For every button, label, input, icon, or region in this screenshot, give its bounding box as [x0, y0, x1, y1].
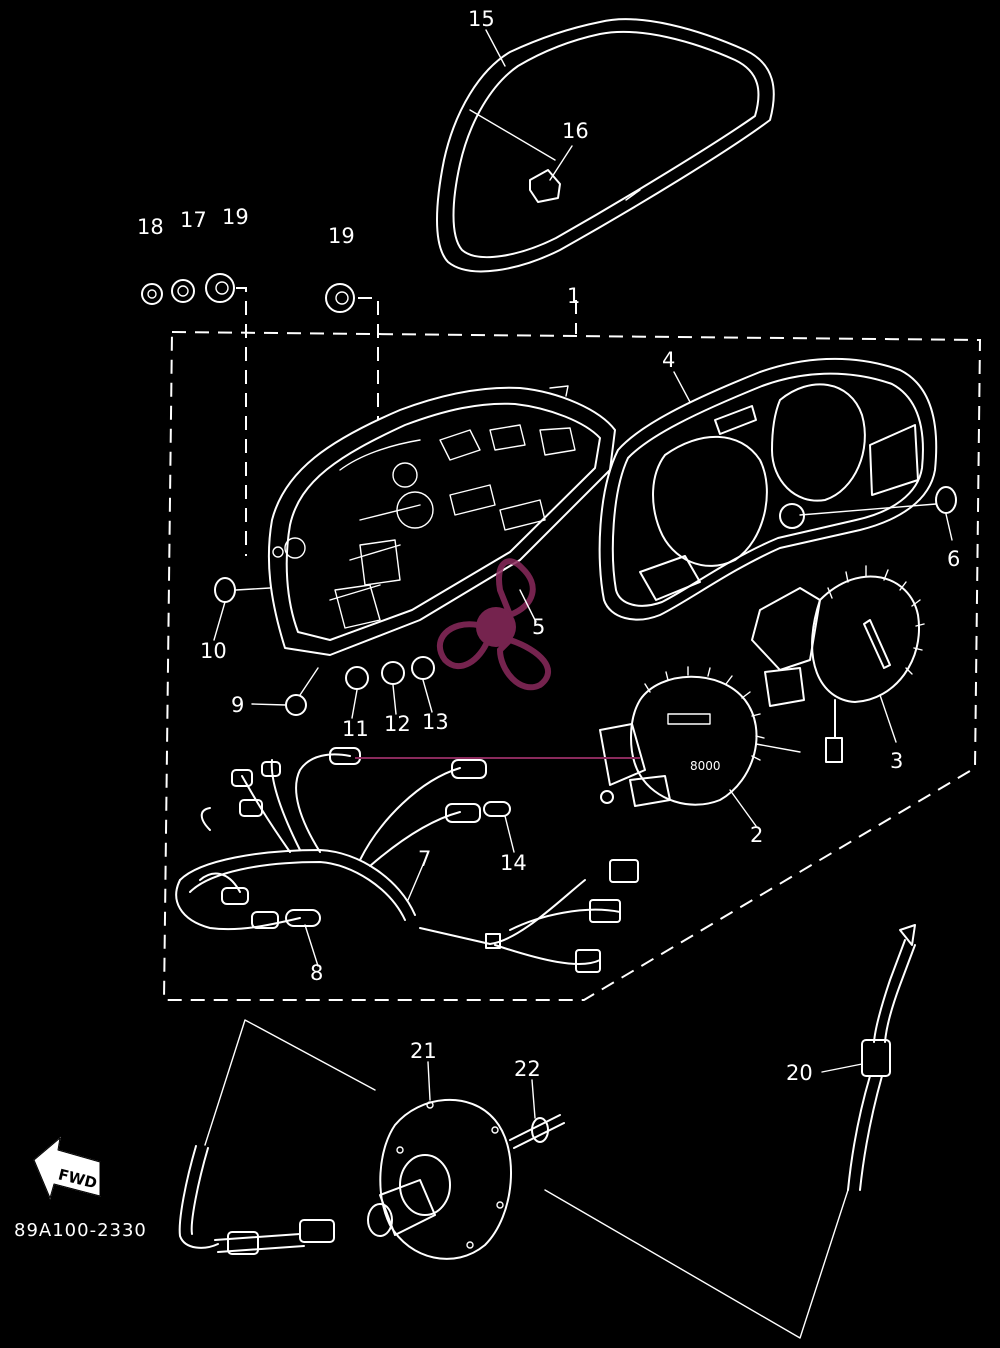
screw-part-10	[214, 577, 271, 603]
forward-arrow-icon: FWD	[33, 1136, 101, 1200]
group-boundary	[162, 330, 982, 1001]
callout-16: 16	[562, 119, 589, 143]
callout-leaders	[213, 29, 953, 1119]
callout-20: 20	[786, 1061, 813, 1085]
callout-11: 11	[342, 717, 369, 741]
indicator-bulb-part	[779, 486, 957, 529]
lower-cable-part	[178, 1145, 335, 1255]
callout-15: 15	[468, 7, 495, 31]
callout-12: 12	[384, 712, 411, 736]
grommet-part-19a	[205, 273, 235, 303]
nut-part-17	[171, 279, 195, 303]
callout-4: 4	[662, 348, 675, 372]
callout-3: 3	[890, 749, 903, 773]
callout-7: 7	[418, 847, 431, 871]
bulb-part-8	[285, 909, 321, 927]
dial-readout: 8000	[690, 759, 721, 773]
screw-part-22	[509, 1114, 565, 1149]
callout-9: 9	[231, 693, 244, 717]
callout-18: 18	[137, 215, 164, 239]
leader-line	[236, 287, 247, 556]
bulb-socket-part-12	[381, 661, 405, 685]
bulb-socket-part-13	[411, 656, 435, 680]
cover-pad-part	[529, 169, 561, 203]
meter-cover-part	[436, 18, 775, 273]
callout-17: 17	[180, 208, 207, 232]
meter-case-part	[267, 385, 616, 656]
callout-19a: 19	[222, 205, 249, 229]
bulb-socket-part-11	[345, 666, 369, 690]
speedometer-cable-part	[847, 924, 916, 1191]
wire-harness-part	[175, 747, 639, 973]
grommet-part-19b	[325, 283, 355, 313]
speedometer-gear-unit-part	[367, 1099, 512, 1260]
callout-13: 13	[422, 710, 449, 734]
bulb-part-14	[483, 801, 511, 817]
group-marker: 1	[567, 284, 580, 308]
callout-21: 21	[410, 1039, 437, 1063]
callout-5: 5	[532, 615, 545, 639]
propeller-watermark-icon	[436, 558, 551, 691]
callout-6: 6	[947, 547, 960, 571]
callout-8: 8	[310, 961, 323, 985]
drawing-code: 89A100-2330	[14, 1220, 147, 1241]
callout-10: 10	[200, 639, 227, 663]
leader-line	[358, 297, 379, 420]
meter-panel-part	[598, 357, 938, 621]
washer-part-18	[141, 283, 163, 305]
screw-part-9	[285, 667, 319, 716]
connection-line	[204, 1019, 376, 1146]
connection-line	[544, 1189, 849, 1339]
callout-22: 22	[514, 1057, 541, 1081]
tachometer-part	[751, 565, 925, 763]
callout-14: 14	[500, 851, 527, 875]
callout-19b: 19	[328, 224, 355, 248]
speedometer-part: 8000	[599, 666, 801, 807]
callout-2: 2	[750, 823, 763, 847]
